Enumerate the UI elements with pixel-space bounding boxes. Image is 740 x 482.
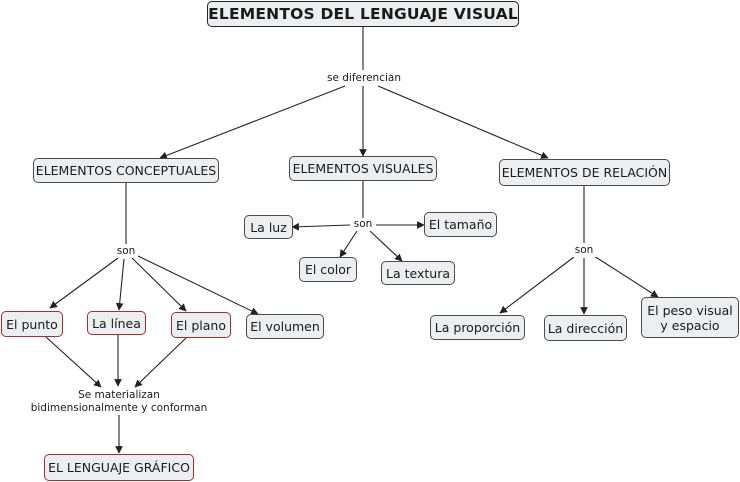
node-el-color[interactable]: El color (299, 257, 357, 282)
node-la-textura[interactable]: La textura (381, 261, 455, 285)
node-el-punto[interactable]: El punto (1, 311, 63, 337)
edge-to-relacion (377, 85, 549, 159)
edge-son-to-linea (115, 258, 125, 311)
edge-son-to-color (339, 230, 358, 258)
edge-son-to-plano (131, 257, 187, 312)
link-label-se-diferencian: se diferencian (323, 72, 405, 85)
edge-son-to-volumen (137, 255, 259, 315)
edge-son-to-proporcion (499, 256, 575, 314)
node-la-direccion[interactable]: La dirección (544, 315, 627, 341)
node-el-volumen[interactable]: El volumen (246, 314, 324, 339)
node-el-lenguaje-grafico[interactable]: EL LENGUAJE GRÁFICO (44, 454, 194, 481)
node-la-luz[interactable]: La luz (244, 215, 293, 239)
edge-son-to-peso (593, 255, 659, 298)
node-la-linea[interactable]: La línea (87, 311, 146, 335)
edge-plano-to-materializan (134, 337, 187, 388)
link-label-son-conceptuales: son (114, 245, 138, 258)
edge-son-to-punto (49, 257, 119, 309)
node-el-tamano[interactable]: El tamaño (424, 212, 497, 237)
edge-to-conceptuales (159, 85, 346, 160)
title-node[interactable]: ELEMENTOS DEL LENGUAJE VISUAL (207, 1, 519, 27)
node-el-peso-visual[interactable]: El peso visual y espacio (641, 297, 739, 338)
edge-son-to-textura (369, 230, 403, 262)
link-label-son-relacion: son (572, 244, 596, 257)
node-elementos-visuales[interactable]: ELEMENTOS VISUALES (289, 156, 437, 181)
edge-punto-to-materializan (45, 336, 102, 388)
edge-son-to-luz (291, 222, 351, 231)
link-label-se-materializan: Se materializan bidimensionalmente y con… (28, 389, 210, 415)
node-elementos-conceptuales[interactable]: ELEMENTOS CONCEPTUALES (33, 158, 219, 183)
link-label-son-visuales: son (351, 218, 375, 231)
node-el-plano[interactable]: El plano (171, 312, 231, 338)
node-elementos-relacion[interactable]: ELEMENTOS DE RELACIÓN (499, 159, 670, 186)
node-la-proporcion[interactable]: La proporción (430, 315, 525, 340)
